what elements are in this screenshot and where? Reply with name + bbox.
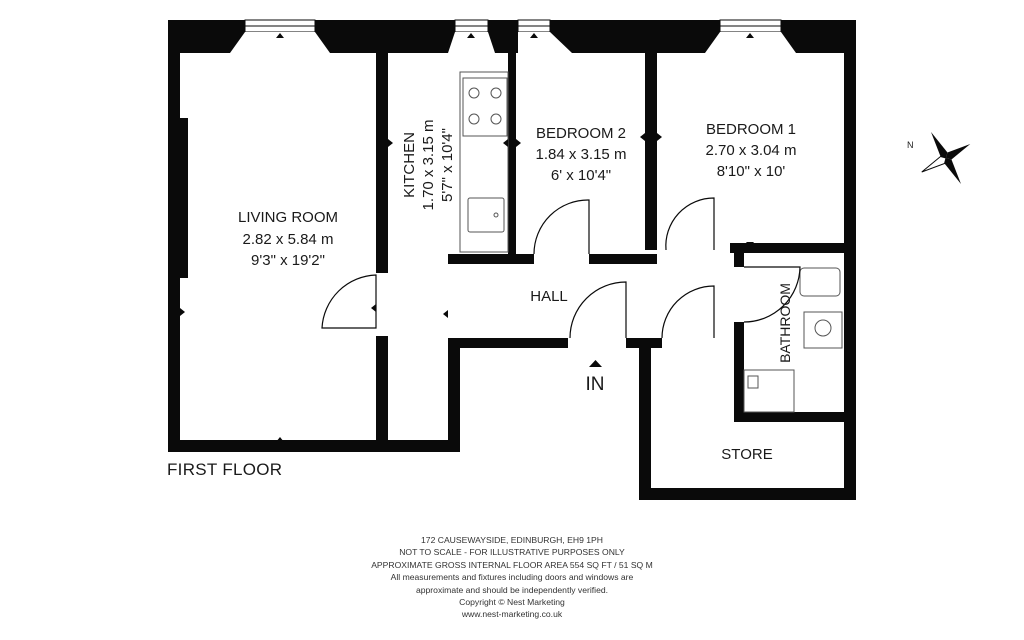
bedroom-1-name: BEDROOM 1 <box>706 121 796 138</box>
floor-label: FIRST FLOOR <box>167 460 283 479</box>
footer-scale-note: NOT TO SCALE - FOR ILLUSTRATIVE PURPOSES… <box>399 547 625 558</box>
wall-markers <box>180 33 849 442</box>
kitchen-fittings <box>459 71 509 253</box>
walls <box>168 20 856 500</box>
footer-disclaimer-2: approximate and should be independently … <box>415 584 609 595</box>
room-living-room: LIVING ROOM 2.82 x 5.84 m 9'3" x 19'2" <box>238 209 338 269</box>
entrance-label: IN <box>586 374 605 395</box>
kitchen-name: KITCHEN <box>401 132 418 198</box>
kitchen-metric: 1.70 x 3.15 m <box>420 120 437 211</box>
compass-north-label: N <box>907 140 914 150</box>
bedroom-1-metric: 2.70 x 3.04 m <box>706 142 797 159</box>
footer-copyright: Copyright © Nest Marketing <box>459 597 565 608</box>
window-reveals <box>230 32 796 53</box>
room-kitchen: KITCHEN 1.70 x 3.15 m 5'7" x 10'4" <box>401 120 456 211</box>
kitchen-imperial: 5'7" x 10'4" <box>439 128 456 202</box>
windows <box>244 19 782 33</box>
bedroom-2-imperial: 6' x 10'4" <box>551 167 611 184</box>
footer-address: 172 CAUSEWAYSIDE, EDINBURGH, EH9 1PH <box>421 535 603 545</box>
bathroom-label: BATHROOM <box>777 283 793 363</box>
footer-notes: 172 CAUSEWAYSIDE, EDINBURGH, EH9 1PH NOT… <box>312 534 712 621</box>
footer-website-link[interactable]: www.nest-marketing.co.uk <box>461 609 563 620</box>
living-room-imperial: 9'3" x 19'2" <box>251 252 325 269</box>
bedroom-1-imperial: 8'10" x 10' <box>717 163 786 180</box>
hall-label: HALL <box>530 288 568 305</box>
bedroom-2-metric: 1.84 x 3.15 m <box>536 146 627 163</box>
living-room-metric: 2.82 x 5.84 m <box>243 231 334 248</box>
living-room-name: LIVING ROOM <box>238 209 338 226</box>
footer-area: APPROXIMATE GROSS INTERNAL FLOOR AREA 55… <box>371 559 653 570</box>
entrance-arrow-icon <box>589 360 602 367</box>
bedroom-2-name: BEDROOM 2 <box>536 125 626 142</box>
bathroom-fittings <box>743 267 843 413</box>
footer-disclaimer-1: All measurements and fixtures including … <box>390 572 634 583</box>
room-bedroom-1: BEDROOM 1 2.70 x 3.04 m 8'10" x 10' <box>706 121 797 180</box>
compass-rose-icon <box>921 132 971 184</box>
door-swings <box>321 197 801 339</box>
store-label: STORE <box>721 446 772 463</box>
room-bedroom-2: BEDROOM 2 1.84 x 3.15 m 6' x 10'4" <box>536 125 627 184</box>
